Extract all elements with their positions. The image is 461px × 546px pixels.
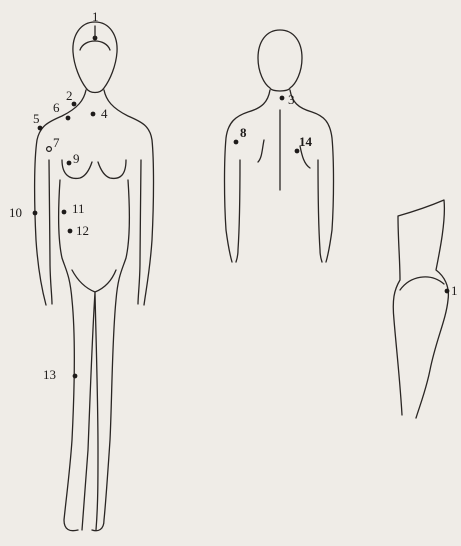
label-5: 5 bbox=[33, 112, 40, 125]
back-shoulders bbox=[225, 90, 334, 262]
front-body-outline bbox=[35, 22, 154, 531]
label-11: 11 bbox=[72, 202, 85, 215]
point-3-back bbox=[280, 96, 285, 101]
front-breasts bbox=[62, 160, 126, 178]
point-11 bbox=[62, 210, 67, 215]
label-10: 10 bbox=[9, 206, 22, 219]
side-buttock-line bbox=[400, 277, 444, 290]
point-10 bbox=[33, 211, 38, 216]
point-13 bbox=[73, 374, 78, 379]
point-12 bbox=[68, 229, 73, 234]
side-body-outline bbox=[393, 200, 448, 418]
point-7 bbox=[47, 147, 52, 152]
label-3-back: 3 bbox=[288, 93, 295, 106]
label-8-back: 8 bbox=[240, 126, 247, 139]
front-right-body-line bbox=[92, 90, 154, 531]
point-8-back bbox=[234, 140, 239, 145]
point-6 bbox=[66, 116, 71, 121]
label-13: 13 bbox=[43, 368, 56, 381]
label-2: 2 bbox=[66, 89, 73, 102]
front-hairline bbox=[80, 41, 110, 50]
label-14-back: 14 bbox=[299, 135, 312, 148]
label-7: 7 bbox=[53, 136, 60, 149]
side-torso-outline bbox=[393, 200, 448, 418]
point-9 bbox=[67, 161, 72, 166]
point-5 bbox=[38, 126, 43, 131]
front-points bbox=[33, 26, 98, 378]
point-4 bbox=[91, 112, 96, 117]
front-legs-inner bbox=[72, 270, 116, 530]
back-torso-sides bbox=[236, 160, 322, 262]
back-head-outline bbox=[258, 30, 302, 91]
label-1: 1 bbox=[92, 10, 99, 23]
point-1-side bbox=[445, 289, 450, 294]
side-points bbox=[445, 289, 450, 294]
label-1-side: 1 bbox=[451, 284, 458, 297]
label-12: 12 bbox=[76, 224, 89, 237]
label-9: 9 bbox=[73, 152, 80, 165]
point-14-back bbox=[295, 149, 300, 154]
back-body-outline bbox=[225, 30, 334, 262]
label-4: 4 bbox=[101, 107, 108, 120]
label-6: 6 bbox=[53, 101, 60, 114]
